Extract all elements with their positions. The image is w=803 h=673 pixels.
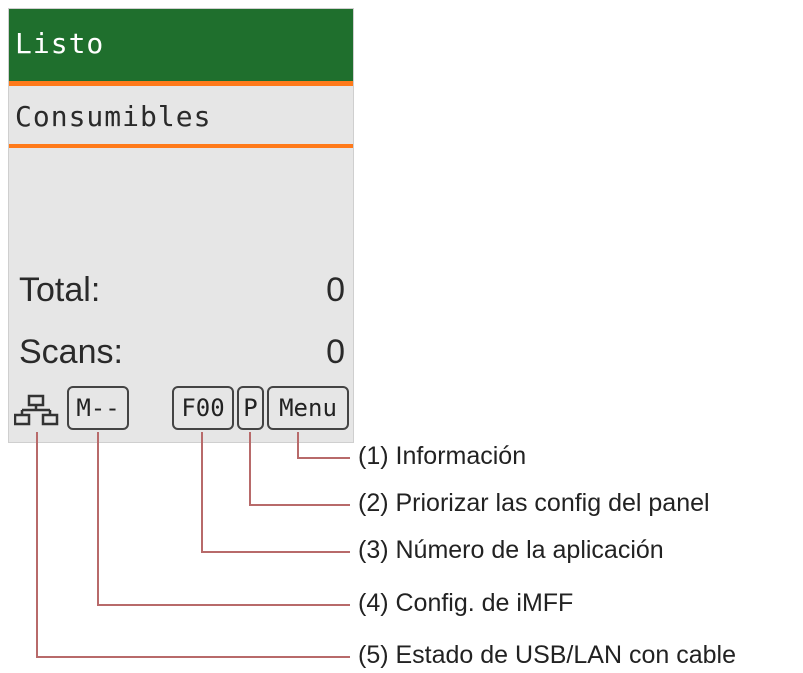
callout-informacion: (1) Información — [358, 442, 527, 470]
menu-title-row[interactable]: Consumibles — [9, 86, 353, 148]
callout-estado-usb-lan: (5) Estado de USB/LAN con cable — [358, 641, 736, 669]
menu-title: Consumibles — [15, 100, 212, 133]
callout-priorizar: (2) Priorizar las config del panel — [358, 489, 710, 517]
network-icon — [14, 394, 59, 426]
counter-scans-label: Scans: — [19, 333, 123, 371]
status-bar: Listo — [9, 9, 353, 86]
lcd-screen: Listo Consumibles Total: 0 Scans: 0 M-- … — [8, 8, 354, 443]
menu-button[interactable]: Menu — [267, 386, 349, 430]
status-text: Listo — [15, 27, 105, 60]
priority-chip[interactable]: P — [237, 386, 264, 430]
callout-config-imff: (4) Config. de iMFF — [358, 589, 574, 617]
counter-total: Total: 0 — [19, 271, 345, 313]
counter-total-value: 0 — [326, 271, 345, 309]
leader-line-1 — [297, 432, 350, 459]
app-number-chip[interactable]: F00 — [172, 386, 234, 430]
leader-line-4 — [97, 432, 350, 606]
imff-setting-chip[interactable]: M-- — [67, 386, 129, 430]
leader-line-2 — [249, 432, 350, 506]
leader-line-5 — [36, 432, 350, 658]
counter-total-label: Total: — [19, 271, 101, 309]
leader-line-3 — [201, 432, 350, 553]
callout-numero-aplicacion: (3) Número de la aplicación — [358, 536, 664, 564]
counter-scans: Scans: 0 — [19, 333, 345, 375]
footer-status-bar: M-- F00 P Menu — [9, 382, 353, 438]
counter-scans-value: 0 — [326, 333, 345, 371]
